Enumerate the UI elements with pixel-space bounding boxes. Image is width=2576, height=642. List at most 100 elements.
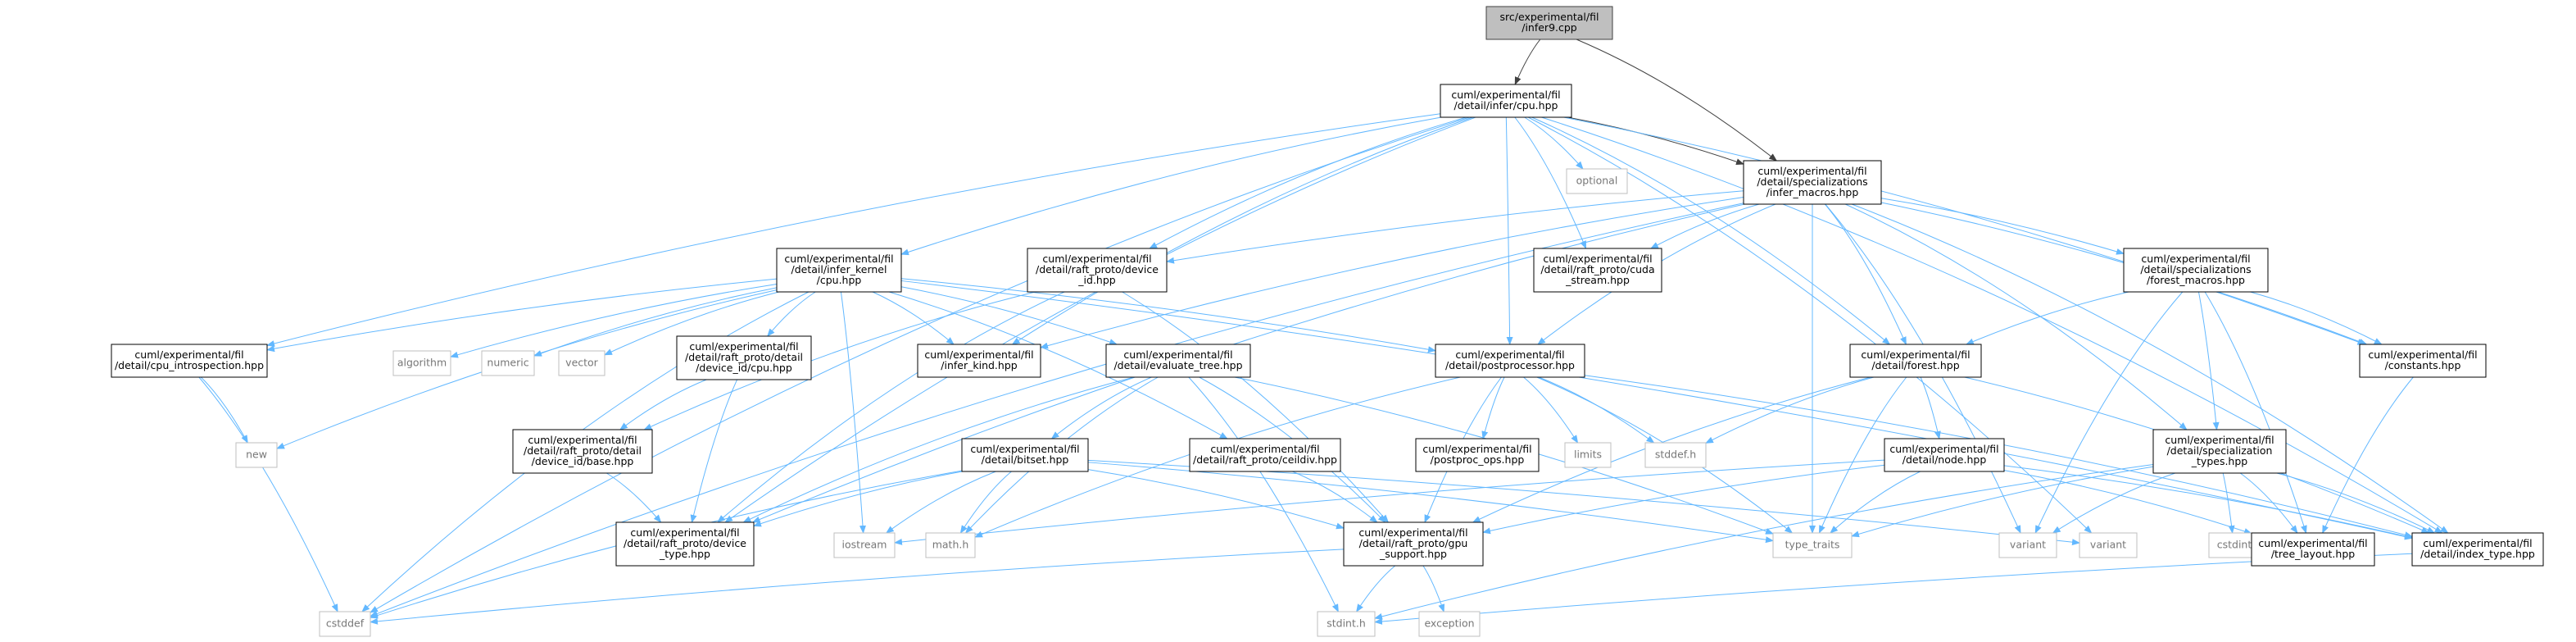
node-infer-kind[interactable]: cuml/experimental/fil/infer_kind.hpp [917, 344, 1041, 378]
edge-infer_macros-to-variant2 [1825, 203, 2021, 534]
node-cpu[interactable]: cuml/experimental/fil/detail/infer/cpu.h… [1440, 84, 1572, 118]
node-box [1533, 248, 1662, 293]
node-box [111, 344, 268, 378]
edge-kernel_cpu-to-iostream [840, 291, 866, 534]
node-label-line: cuml/experimental/fil [1422, 443, 1531, 455]
node-label-line: cuml/experimental/fil [630, 526, 739, 539]
edge-cpu-to-constants [1563, 116, 2366, 345]
edge-device_id_cpu-to-dev_id_base [619, 379, 707, 430]
edge-node-to-index_type [2003, 465, 2413, 540]
edge-cpu-to-cstddef [370, 116, 1470, 613]
node-label-line: math.h [932, 539, 969, 551]
node-cpu-intro[interactable]: cuml/experimental/fil/detail/cpu_introsp… [111, 344, 268, 378]
node-cstddef: cstddef [319, 611, 371, 637]
edge-device_id-to-dev_id_base [643, 291, 1036, 430]
node-type-traits: type_traits [1772, 532, 1853, 558]
node-infer-macros[interactable]: cuml/experimental/fil/detail/specializat… [1743, 160, 1882, 205]
edge-device_id_cpu-to-device_type [690, 379, 738, 523]
node-label-line: cuml/experimental/fil [2258, 537, 2367, 549]
node-dev-id-base[interactable]: cuml/experimental/fil/detail/raft_proto/… [512, 429, 653, 474]
edge-forest_macros-to-variant2 [2034, 291, 2184, 534]
node-node[interactable]: cuml/experimental/fil/detail/node.hpp [1884, 438, 2005, 472]
edge-dev_id_base-to-device_type [606, 472, 662, 523]
node-box [1743, 160, 1882, 205]
edge-cpu-to-infer_macros [1567, 116, 1744, 165]
edge-cpu-to-index_type [1541, 116, 2443, 534]
edge-ceildiv-to-gpu_support [1292, 471, 1378, 523]
edge-node-to-gpu_support [1482, 464, 1885, 535]
node-forest[interactable]: cuml/experimental/fil/detail/forest.hpp [1849, 344, 1982, 378]
edge-forest_macros-to-tree_layout [2204, 291, 2307, 534]
node-box [615, 521, 755, 567]
node-kernel-cpu[interactable]: cuml/experimental/fil/detail/infer_kerne… [776, 248, 902, 293]
node-eval-tree[interactable]: cuml/experimental/fil/detail/evaluate_tr… [1105, 344, 1251, 378]
node-label-line: cuml/experimental/fil [784, 253, 893, 265]
node-label-line: /detail/specialization [2167, 444, 2273, 457]
node-label-line: cuml/experimental/fil [1123, 348, 1232, 361]
edge-kernel_cpu-to-cstddef [361, 291, 810, 612]
node-label-line: cuml/experimental/fil [1451, 89, 1560, 101]
node-index-type[interactable]: cuml/experimental/fil/detail/index_type.… [2411, 532, 2544, 567]
node-box [1027, 248, 1168, 293]
node-label-line: vector [565, 357, 599, 369]
node-label-line: cuml/experimental/fil [970, 443, 1079, 455]
node-label-line: _stream.hpp [1565, 274, 1630, 286]
node-label-line: _type.hpp [659, 548, 710, 560]
node-device-id[interactable]: cuml/experimental/fil/detail/raft_proto/… [1027, 248, 1168, 293]
node-forest-macros[interactable]: cuml/experimental/fil/detail/specializat… [2123, 248, 2269, 293]
edge-node-to-tree_layout [2003, 470, 2252, 535]
node-label-line: cuml/experimental/fil [2423, 537, 2532, 549]
node-spec-types[interactable]: cuml/experimental/fil/detail/specializat… [2152, 429, 2287, 474]
node-box [481, 350, 535, 376]
node-bitset[interactable]: cuml/experimental/fil/detail/bitset.hpp [961, 438, 1089, 472]
node-label-line: cuml/experimental/fil [2165, 434, 2274, 446]
edge-cpu-to-postproc [1505, 116, 1513, 345]
node-tree-layout[interactable]: cuml/experimental/fil/tree_layout.hpp [2251, 532, 2375, 567]
node-label-line: /detail/specializations [1757, 175, 1867, 188]
node-cuda-stream[interactable]: cuml/experimental/fil/detail/raft_proto/… [1533, 248, 1662, 293]
node-label-line: type_traits [1785, 539, 1840, 551]
node-ceildiv[interactable]: cuml/experimental/fil/detail/raft_proto/… [1189, 438, 1341, 472]
node-device-type[interactable]: cuml/experimental/fil/detail/raft_proto/… [615, 521, 755, 567]
edge-root-to-infer_macros [1576, 39, 1778, 162]
node-constants[interactable]: cuml/experimental/fil/constants.hpp [2359, 344, 2487, 378]
edge-bitset-to-math_h [959, 471, 1012, 534]
node-device-id-cpu[interactable]: cuml/experimental/fil/detail/raft_proto/… [676, 335, 812, 380]
edge-device_id-to-gpu_support [1122, 291, 1390, 523]
node-box [917, 344, 1041, 378]
node-root: src/experimental/fil/infer9.cpp [1485, 6, 1613, 40]
node-label-line: /detail/raft_proto/ceildiv.hpp [1193, 453, 1337, 466]
node-box [1317, 611, 1376, 637]
node-new: new [235, 442, 278, 468]
node-box [1566, 168, 1628, 194]
node-label-line: /device_id/cpu.hpp [696, 362, 792, 374]
edge-forest_macros-to-forest [1965, 291, 2129, 345]
node-label-line: /detail/raft_proto/detail [685, 351, 803, 363]
node-label-line: /detail/bitset.hpp [982, 453, 1069, 466]
node-box [1418, 611, 1481, 637]
node-label-line: /detail/raft_proto/device [1036, 263, 1159, 275]
edge-spec_types-to-index_type [2276, 472, 2436, 534]
node-label-line: algorithm [397, 357, 447, 369]
node-label-line: /detail/raft_proto/detail [524, 444, 642, 457]
edge-spec_types-to-tree_layout [2239, 472, 2298, 534]
node-stddef-h: stddef.h [1644, 442, 1707, 468]
node-label-line: iostream [842, 539, 887, 551]
edge-bitset-to-type_traits [1087, 462, 1774, 544]
edge-infer_macros-to-spec_types [1844, 203, 2188, 430]
node-box [2123, 248, 2269, 293]
node-postproc-ops[interactable]: cuml/experimental/fil/postproc_ops.hpp [1415, 438, 1540, 472]
node-numeric: numeric [481, 350, 535, 376]
edge-gpu_support-to-stdint_h [1356, 565, 1396, 612]
node-label-line: cuml/experimental/fil [1455, 348, 1564, 361]
edge-forest-to-node [1920, 376, 1941, 439]
edge-cpu-to-device_id [1149, 116, 1467, 249]
node-gpu-support[interactable]: cuml/experimental/fil/detail/raft_proto/… [1343, 521, 1484, 567]
node-label-line: new [246, 448, 267, 461]
node-box [2079, 532, 2138, 558]
node-variant: variant [2079, 532, 2138, 558]
node-postproc[interactable]: cuml/experimental/fil/detail/postprocess… [1435, 344, 1585, 378]
edge-bitset-to-iostream [885, 471, 996, 534]
node-label-line: variant [2010, 539, 2046, 551]
node-box [833, 532, 896, 558]
